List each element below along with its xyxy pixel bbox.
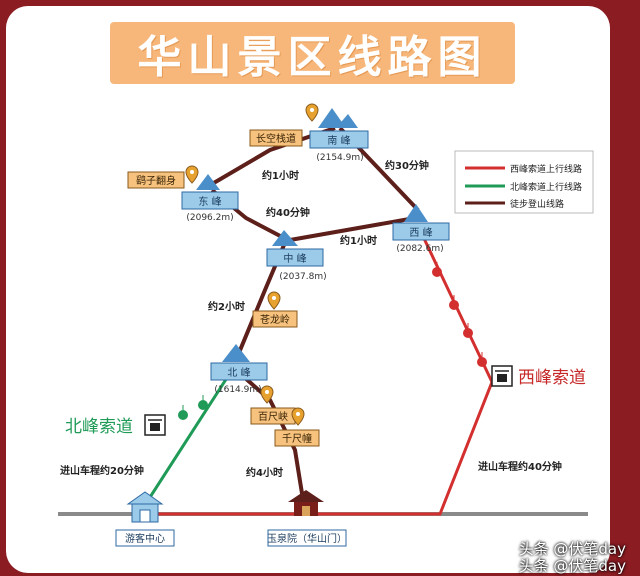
north-cableway-icon: [144, 414, 166, 436]
peak-bei-elevation: (1614.9m): [214, 385, 261, 395]
peak-zhong: 中 峰 (2037.8m): [266, 248, 327, 282]
visitor-center-icon: [126, 491, 164, 523]
gondola-icon: [432, 262, 442, 277]
gondola-icon: [477, 352, 487, 367]
mountain-icon-dong: [196, 174, 220, 190]
north-gondolas: [178, 395, 208, 420]
legend: 西峰索道上行线路 北峰索道上行线路 徒步登山线路: [454, 150, 594, 214]
title-banner: 华山景区线路图: [110, 22, 515, 84]
peak-bei-name: 北 峰: [227, 367, 250, 379]
map-card: [6, 6, 610, 573]
peak-xi: 西 峰 (2082.6m): [392, 222, 450, 254]
drive-north-label: 进山车程约20分钟: [60, 464, 144, 477]
mountain-icon-nan: [318, 108, 346, 128]
hiking-routes: [210, 126, 420, 513]
north-cableway-label: 北峰索道: [65, 417, 133, 437]
mountains: [196, 108, 428, 362]
gondola-icon: [198, 395, 208, 410]
mountain-icon-bei: [222, 344, 250, 362]
location-pin-icon: [291, 407, 305, 426]
peak-nan: 南 峰 (2154.9m): [309, 130, 369, 163]
visitor-center-label: 游客中心: [125, 532, 165, 545]
peak-dong: 东 峰 (2096.2m): [181, 191, 239, 223]
peak-nan-elevation: (2154.9m): [316, 153, 363, 163]
gondola-icon: [178, 405, 188, 420]
peak-dong-elevation: (2096.2m): [186, 213, 233, 223]
west-cableway-label: 西峰索道: [518, 368, 586, 388]
attraction-changkong-label: 长空栈道: [256, 132, 296, 145]
yuquan-gate-label: 玉泉院（华山门）: [267, 532, 347, 545]
peak-bei: 北 峰 (1614.9m): [210, 362, 268, 395]
attraction-canglong: 苍龙岭: [252, 291, 298, 328]
attraction-changkong: 长空栈道: [249, 103, 319, 147]
mountain-icon-xi: [404, 204, 428, 222]
mountain-icon-zhong: [272, 230, 298, 246]
time-yuquan-bei: 约4小时: [246, 466, 283, 479]
location-pin-icon: [260, 385, 274, 404]
peak-zhong-name: 中 峰: [283, 252, 306, 265]
gondola-icon: [463, 323, 473, 338]
legend-west-cableway: 西峰索道上行线路: [510, 163, 582, 175]
legend-north-cableway: 北峰索道上行线路: [510, 181, 582, 193]
time-nan-xi: 约30分钟: [385, 159, 429, 172]
attraction-qianchi-label: 千尺幢: [282, 432, 312, 445]
peak-nan-name: 南 峰: [327, 134, 350, 147]
attraction-canglong-label: 苍龙岭: [260, 313, 290, 326]
gate-icon: [288, 490, 324, 516]
watermark-duplicate: 头条 @伏笔day: [518, 557, 626, 575]
gondola-icon: [449, 295, 459, 310]
peak-zhong-elevation: (2037.8m): [279, 272, 326, 282]
time-zhong-xi: 约1小时: [340, 234, 377, 247]
attraction-yaozi-label: 鹞子翻身: [136, 174, 176, 187]
north-cableway-route: [143, 369, 234, 506]
west-gondolas: [432, 262, 487, 367]
hike-yuquan-to-bei: [234, 368, 307, 513]
watermark: 头条 @伏笔day: [518, 540, 626, 558]
page-title: 华山景区线路图: [137, 32, 488, 83]
peak-xi-elevation: (2082.6m): [396, 244, 443, 254]
location-pin-icon: [305, 103, 319, 122]
attraction-yaozi: 鹞子翻身: [127, 165, 199, 189]
hike-zhong-to-xi: [289, 216, 416, 242]
attraction-baichi: 百尺峡: [250, 385, 296, 425]
drive-west-label: 进山车程约40分钟: [478, 460, 562, 473]
time-dong-nan: 约1小时: [262, 169, 299, 182]
west-cableway-icon: [491, 365, 513, 387]
attraction-baichi-label: 百尺峡: [258, 410, 288, 423]
legend-hiking: 徒步登山线路: [510, 198, 564, 210]
time-dong-zhong: 约40分钟: [266, 206, 310, 219]
peak-xi-name: 西 峰: [409, 227, 432, 239]
mountain-icon-nan-2: [336, 114, 358, 128]
location-pin-icon: [185, 165, 199, 184]
time-bei-zhong: 约2小时: [208, 300, 245, 313]
location-pin-icon: [267, 291, 281, 310]
attraction-qianchi: 千尺幢: [274, 407, 320, 447]
peak-dong-name: 东 峰: [198, 195, 221, 208]
